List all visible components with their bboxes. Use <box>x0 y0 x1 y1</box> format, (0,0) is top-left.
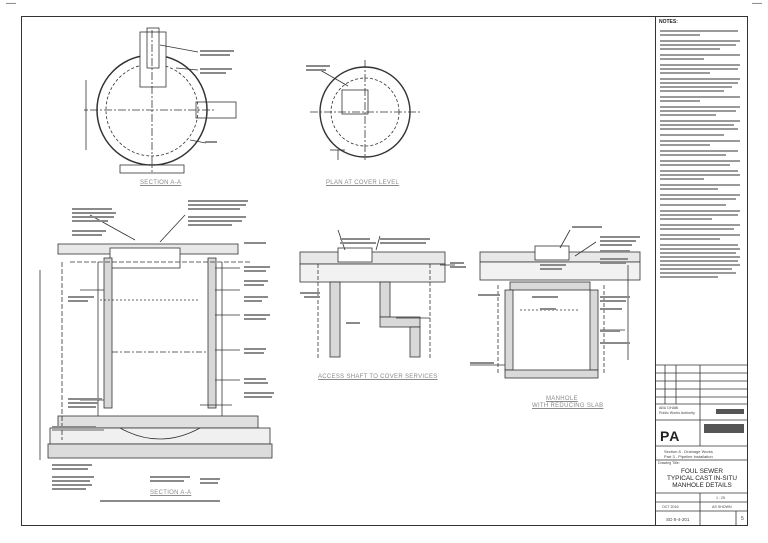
revision-number: 5 <box>741 516 744 522</box>
section-aa-detail <box>84 27 237 174</box>
pa-logo-text: PA <box>660 428 681 444</box>
authority-logo <box>704 409 744 433</box>
main-manhole-section <box>39 214 273 460</box>
scale-value: 1 : 25 <box>716 496 725 500</box>
drawing-title-3: MANHOLE DETAILS <box>672 482 732 489</box>
access-shaft-caption: ACCESS SHAFT TO COVER SERVICES <box>318 374 438 380</box>
section-line2: Part 3 - Pipeline Installation <box>664 454 713 459</box>
drawing-title-1: FOUL SEWER <box>680 468 724 475</box>
access-shaft-detail <box>299 229 455 360</box>
manhole-caption: MANHOLE <box>546 396 578 402</box>
corner-mark-left: — <box>6 0 16 9</box>
plan-cover-caption: PLAN AT COVER LEVEL <box>326 180 400 186</box>
title-block: NOTES: ABU DHABI Public Works Author <box>655 16 748 526</box>
section-bottom-caption: SECTION A-A <box>150 490 192 496</box>
plan-at-cover-detail <box>310 60 420 160</box>
date-value: OCT 2016 <box>662 505 679 509</box>
status-value: AS SHOWN <box>712 505 732 509</box>
drawing-number: SD 8-4-201 <box>666 517 690 522</box>
drawing-title-2: TYPICAL CAST IN-SITU <box>667 475 737 482</box>
authority-name-2: Public Works Authority <box>659 411 695 415</box>
manhole-reducing-slab-detail <box>470 229 641 379</box>
corner-mark-right: — <box>752 0 762 9</box>
drawing-frame <box>21 16 748 526</box>
drawing-title-label: Drawing Title: <box>658 461 680 465</box>
manhole-slab-caption: WITH REDUCING SLAB <box>532 403 604 409</box>
section-aa-caption: SECTION A-A <box>140 180 182 186</box>
notes-title: NOTES: <box>659 19 678 25</box>
section-line1: Section 8 - Drainage Works <box>664 449 713 454</box>
authority-name-1: ABU DHABI <box>659 406 679 410</box>
